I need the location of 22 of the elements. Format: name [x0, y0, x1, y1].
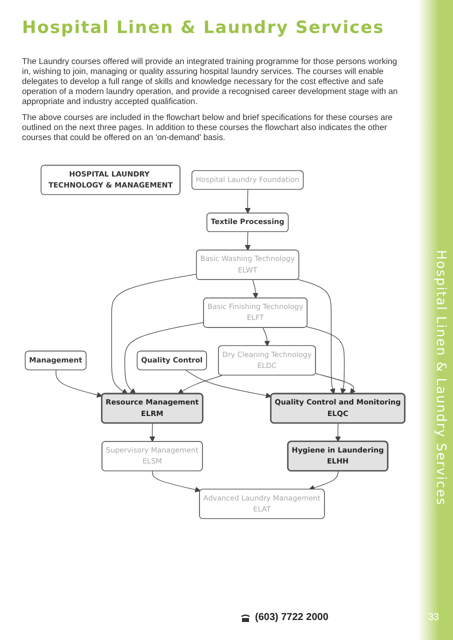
page-number: 33 — [428, 612, 440, 623]
arrow — [297, 279, 336, 394]
arrow — [149, 423, 156, 442]
side-tab-title: Hospital Linen & Laundry Services — [432, 250, 448, 508]
arrow — [244, 232, 251, 251]
arrow — [244, 189, 251, 214]
arrow — [252, 280, 258, 298]
arrow — [308, 470, 338, 491]
arrow — [124, 322, 204, 394]
intro-paragraph: The Laundry courses offered will provide an integrated training programme for those persons working in, wishing to join, managing or quality assuring hospital laundry services. The courses will enable delegates to develop a full range of skills and knowledge necessary for the cost effective and safe operation of a modern laundry operation, and provide a recognised career development stage with an appropriate and industry accepted qualification. — [22, 56, 399, 106]
arrow — [111, 274, 197, 394]
page-title: Hospital Linen & Laundry Services — [22, 18, 384, 38]
arrow — [335, 423, 341, 442]
phone-number: (603) 7722 2000 — [255, 612, 328, 623]
arrow — [306, 326, 346, 394]
arrow — [152, 470, 201, 492]
arrow — [315, 373, 356, 394]
arrow — [262, 327, 270, 346]
arrow — [56, 370, 102, 398]
intro-paragraph: The above courses are included in the flowchart below and brief specifications for these courses are outlined on the next three pages. In addition to these courses the flowchart also indicates the other courses that could be offered on an 'on-demand' basis. — [22, 112, 394, 142]
arrow — [178, 375, 222, 394]
arrow — [185, 370, 272, 398]
